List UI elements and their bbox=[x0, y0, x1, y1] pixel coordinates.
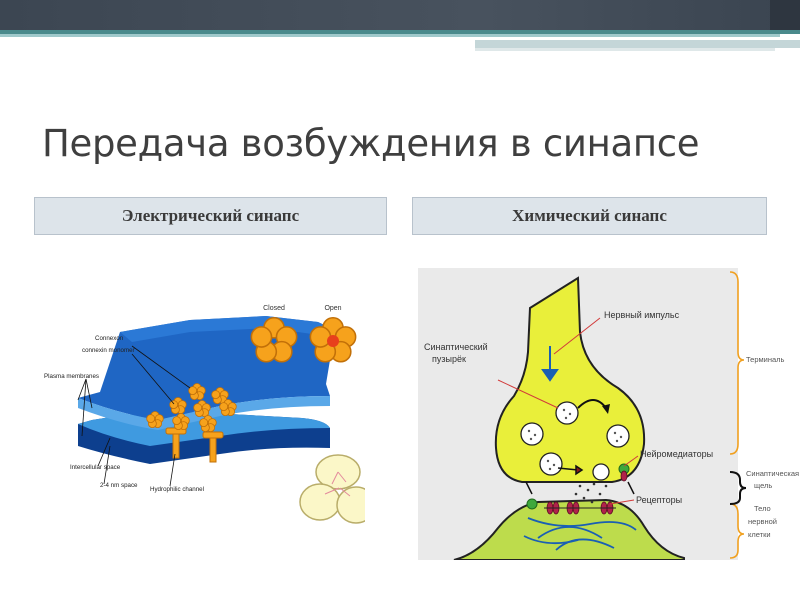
gap-junction-diagram: Closed Open Connexon connexin monomer Pl… bbox=[40, 296, 365, 536]
chemical-synapse-diagram: Нервный импульс Синаптический пузырёк Не… bbox=[418, 268, 800, 560]
connexon-label: Connexon bbox=[95, 335, 124, 342]
closed-label: Closed bbox=[263, 305, 285, 312]
top-banner-corner bbox=[770, 0, 800, 30]
cleft-label-line1: Синаптическая bbox=[746, 469, 799, 478]
nm-space-label: 2-4 nm space bbox=[100, 482, 138, 489]
vesicle-label-line1: Синаптический bbox=[424, 342, 488, 352]
connexin-label: connexin monomer bbox=[82, 347, 135, 354]
chemical-synapse-label: Химический синапс bbox=[412, 197, 767, 235]
slide-title: Передача возбуждения в синапсе bbox=[42, 122, 699, 165]
plasma-membranes-label: Plasma membranes bbox=[44, 373, 99, 380]
vesicle-label-line2: пузырёк bbox=[432, 354, 466, 364]
receptors-label: Рецепторы bbox=[636, 495, 682, 505]
top-banner bbox=[0, 0, 800, 30]
gray-stripe bbox=[475, 40, 800, 48]
body-label-line2: нервной bbox=[748, 517, 777, 526]
gray-stripe-thin bbox=[475, 48, 775, 51]
intercellular-space-label: Intercellular space bbox=[70, 464, 121, 471]
body-label-line3: клетки bbox=[748, 530, 771, 539]
terminal-label: Терминаль bbox=[746, 355, 785, 364]
light-teal-stripe bbox=[0, 34, 780, 37]
neurotransmitters-label: Нейромедиаторы bbox=[640, 449, 713, 459]
closed-connexon: Closed bbox=[251, 305, 296, 362]
nerve-impulse-label: Нервный импульс bbox=[604, 310, 680, 320]
cleft-label-line2: щель bbox=[754, 481, 772, 490]
hydrophilic-channel-label: Hydrophilic channel bbox=[150, 486, 204, 493]
open-connexon: Open bbox=[310, 305, 355, 362]
electric-synapse-label: Электрический синапс bbox=[34, 197, 387, 235]
open-label: Open bbox=[324, 305, 341, 312]
cell-cluster bbox=[300, 455, 365, 523]
body-label-line1: Тело bbox=[754, 504, 771, 513]
